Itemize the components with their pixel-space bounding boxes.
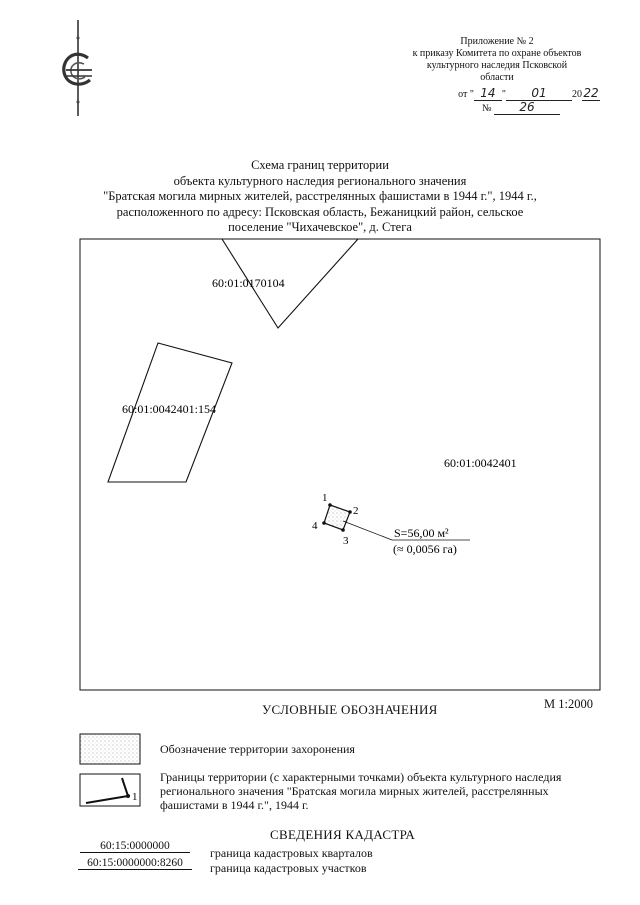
legend-boundary-line	[85, 777, 130, 804]
area-leader-line	[342, 520, 393, 541]
area-label: S=56,00 м²	[394, 526, 449, 540]
legend-title: УСЛОВНЫЕ ОБОЗНАЧЕНИЯ	[262, 702, 438, 717]
burial-territory	[323, 504, 351, 531]
legend-point-label: 1	[132, 791, 138, 803]
cadastre-quarter-code: 60:15:0000000	[80, 840, 190, 853]
area-hectares: (≈ 0,0056 га)	[393, 542, 457, 556]
point-label-3: 3	[343, 535, 349, 547]
west-parcel-boundary	[107, 342, 233, 483]
cadastre-title: СВЕДЕНИЯ КАДАСТРА	[270, 827, 416, 842]
date-month: 01	[506, 86, 572, 101]
number-prefix: №	[481, 103, 492, 114]
boundary-point	[328, 503, 332, 507]
legend-burial-text: Обозначение территории захоронения	[160, 742, 355, 756]
point-label-2: 2	[353, 505, 359, 517]
parcel-label-main: 60:01:0042401	[444, 456, 517, 470]
legend-boundary-text: Границы территории (с характерными точка…	[160, 770, 562, 812]
point-label-4: 4	[312, 520, 318, 532]
title-line: поселение "Чихачевское", д. Стега	[228, 220, 412, 235]
date-prefix: от "	[458, 89, 474, 100]
cadastre-parcel-code: 60:15:0000000:8260	[78, 857, 192, 870]
boundary-point	[322, 521, 326, 525]
legend-burial-symbol	[79, 733, 141, 765]
date-year-prefix: 20	[572, 89, 582, 100]
scheme-title: Схема границ территории объекта культурн…	[0, 158, 640, 236]
north-parcel-boundary	[221, 238, 359, 329]
emblem-icon	[62, 20, 92, 116]
header-line: культурного наследия Псковской	[426, 60, 568, 71]
date-day: 14	[473, 86, 502, 101]
title-line: объекта культурного наследия регионально…	[173, 173, 467, 188]
boundary-point	[341, 528, 345, 532]
map-frame	[79, 238, 601, 691]
title-line: Схема границ территории	[251, 158, 389, 172]
appendix-header: Приложение № 2 к приказу Комитета по охр…	[392, 36, 602, 84]
legend-boundary-box	[79, 773, 141, 807]
header-line: Приложение № 2	[460, 36, 534, 47]
boundary-point	[348, 510, 352, 514]
legend-boundary-point	[126, 794, 130, 798]
number-value: 26	[494, 100, 560, 115]
header-line: области	[480, 72, 514, 83]
map-scale: М 1:2000	[544, 697, 593, 711]
date-year: 22	[582, 86, 600, 101]
cadastre-quarter-desc: граница кадастровых кварталов	[210, 846, 373, 860]
parcel-label-north: 60:01:0170104	[212, 276, 285, 290]
header-line: к приказу Комитета по охране объектов	[412, 48, 582, 59]
title-line: "Братская могила мирных жителей, расстре…	[103, 189, 537, 204]
parcel-label-west: 60:01:0042401:154	[122, 402, 216, 416]
cadastre-parcel-desc: граница кадастровых участков	[210, 861, 367, 875]
point-label-1: 1	[322, 492, 328, 504]
title-line: расположенного по адресу: Псковская обла…	[116, 204, 524, 219]
order-number: № 26	[482, 100, 560, 115]
date-mid: "	[501, 89, 506, 100]
